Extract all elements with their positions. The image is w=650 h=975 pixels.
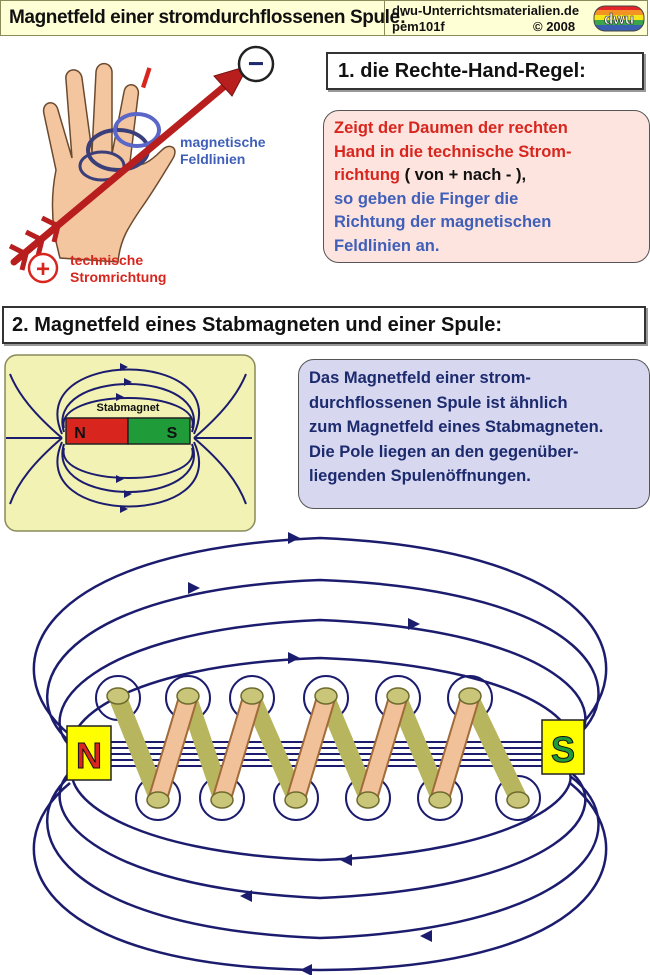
- field-line-loop-2: [113, 112, 161, 148]
- coil-south-label: S: [551, 729, 575, 770]
- coil-north-label: N: [76, 735, 102, 776]
- dwu-logo: dwu: [593, 5, 645, 32]
- logo-text: dwu: [604, 11, 634, 28]
- magnet-north-half: [65, 417, 129, 445]
- bar-magnet-panel: Stabmagnet N S: [4, 354, 256, 532]
- minus-symbol: −: [248, 48, 264, 79]
- copyright-year: © 2008: [533, 19, 576, 34]
- minus-pole-circle: [237, 45, 275, 83]
- page-title: Magnetfeld einer stromdurchflossenen Spu…: [9, 7, 406, 28]
- right-hand-rule-callout: Zeigt der Daumen der rechten Hand in die…: [323, 110, 650, 263]
- plus-pole-circle: [27, 252, 59, 284]
- header-bar: Magnetfeld einer stromdurchflossenen Spu…: [0, 0, 648, 36]
- hand-shape: [42, 62, 176, 263]
- coil-comparison-callout: Das Magnetfeld einer strom- durchflossen…: [298, 359, 650, 509]
- coil-north-pole-box: [66, 725, 112, 781]
- wire-ends: [106, 687, 530, 809]
- right-hand-rule-illustration: I − +: [8, 45, 275, 284]
- coil-field-diagram: N S: [32, 532, 608, 975]
- coil-field-arrows: [188, 532, 432, 975]
- magnet-south-half: [127, 417, 191, 445]
- section2-heading: 2. Magnetfeld eines Stabmagneten und ein…: [2, 306, 646, 344]
- coil-south-pole-box: [541, 719, 585, 775]
- plus-symbol: +: [36, 256, 50, 283]
- magnet-label-n: N: [74, 425, 86, 442]
- magnet-label-s: S: [167, 425, 178, 442]
- current-arrow: [8, 65, 250, 271]
- magnet-title: Stabmagnet: [97, 402, 160, 414]
- coil-back-windings: [109, 689, 527, 807]
- section1-heading: 1. die Rechte-Hand-Regel:: [326, 52, 644, 90]
- publisher-site: dwu-Unterrichtsmaterialien.de: [392, 3, 580, 18]
- coil-front-windings: [150, 690, 478, 806]
- coil-outer-field-lines: [32, 536, 608, 972]
- current-symbol: I: [137, 62, 155, 96]
- header-divider: [384, 1, 385, 35]
- sheet-code: pem101f: [392, 19, 445, 34]
